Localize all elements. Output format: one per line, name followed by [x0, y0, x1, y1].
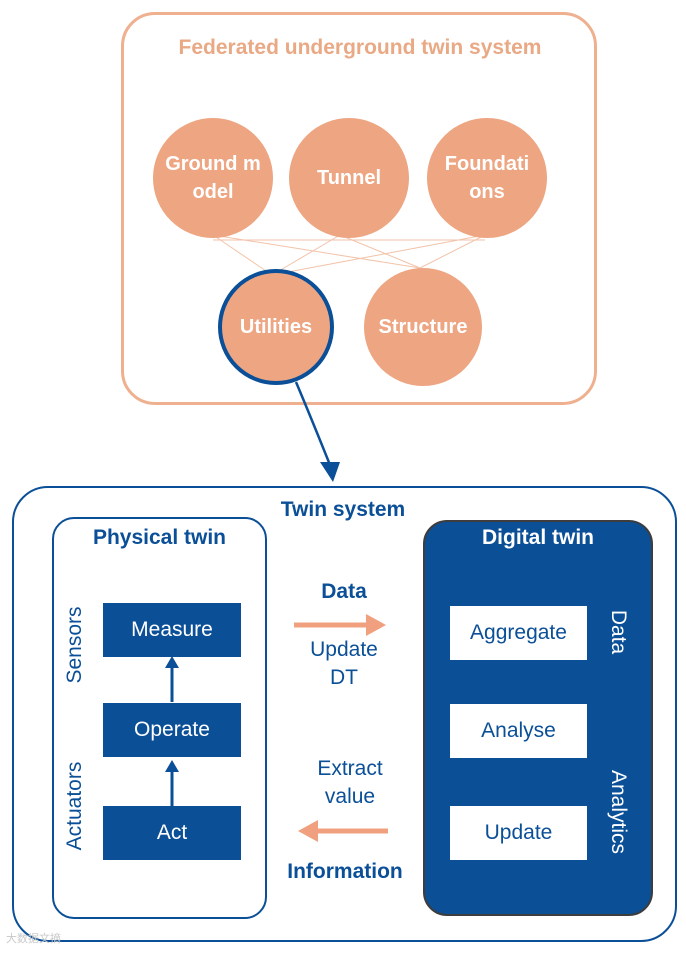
update-box: Update: [450, 806, 587, 860]
analytics-side-label: Analytics: [607, 769, 630, 855]
federated-system-title: Federated underground twin system: [178, 36, 542, 59]
data-flow-heading: Data: [321, 580, 367, 603]
extract-value-label-line2: value: [324, 785, 376, 808]
node-tunnel: Tunnel: [289, 118, 409, 238]
zoom-arrowhead: [320, 462, 340, 482]
extract-value-label-line1: Extract: [317, 757, 383, 780]
update-dt-label-line2: DT: [330, 666, 358, 689]
information-flow-arrowhead: [298, 820, 318, 842]
watermark: 大数据文摘: [6, 933, 61, 945]
node-utilities: Utilities: [218, 269, 334, 385]
arrowhead-act-to-operate: [165, 760, 179, 772]
node-structure-label: Structure: [378, 316, 468, 338]
act-box: Act: [103, 806, 241, 860]
data-side-label: Data: [607, 609, 630, 655]
link-ground-model-utilities: [212, 234, 273, 276]
aggregate-box: Aggregate: [450, 606, 587, 660]
node-tunnel-label: Tunnel: [316, 167, 382, 189]
node-ground-model: Ground model: [153, 118, 273, 238]
sensors-label: Sensors: [63, 606, 86, 684]
node-structure: Structure: [364, 268, 482, 386]
analyse-box: Analyse: [450, 704, 587, 758]
physical-twin-frame: [52, 517, 267, 919]
update-dt-label-line1: Update: [310, 638, 378, 661]
information-flow-heading: Information: [287, 860, 403, 883]
digital-twin-title: Digital twin: [482, 526, 594, 549]
twin-system-title: Twin system: [280, 498, 406, 521]
measure-box: Measure: [103, 603, 241, 657]
node-utilities-label: Utilities: [239, 316, 313, 338]
data-flow-arrowhead: [366, 614, 386, 636]
link-foundations-utilities: [271, 234, 486, 276]
twin-system-frame: [12, 486, 677, 942]
node-ground-model-label: Ground model: [165, 153, 261, 203]
arrowhead-operate-to-measure: [165, 656, 179, 668]
link-tunnel-utilities: [271, 234, 341, 276]
physical-twin-title: Physical twin: [92, 526, 227, 549]
node-foundations: Foundations: [427, 118, 547, 238]
operate-box: Operate: [103, 703, 241, 757]
federated-system-frame: [121, 12, 597, 405]
zoom-arrow-line: [294, 381, 332, 466]
actuators-label: Actuators: [63, 761, 86, 851]
node-foundations-label: Foundations: [444, 153, 530, 203]
